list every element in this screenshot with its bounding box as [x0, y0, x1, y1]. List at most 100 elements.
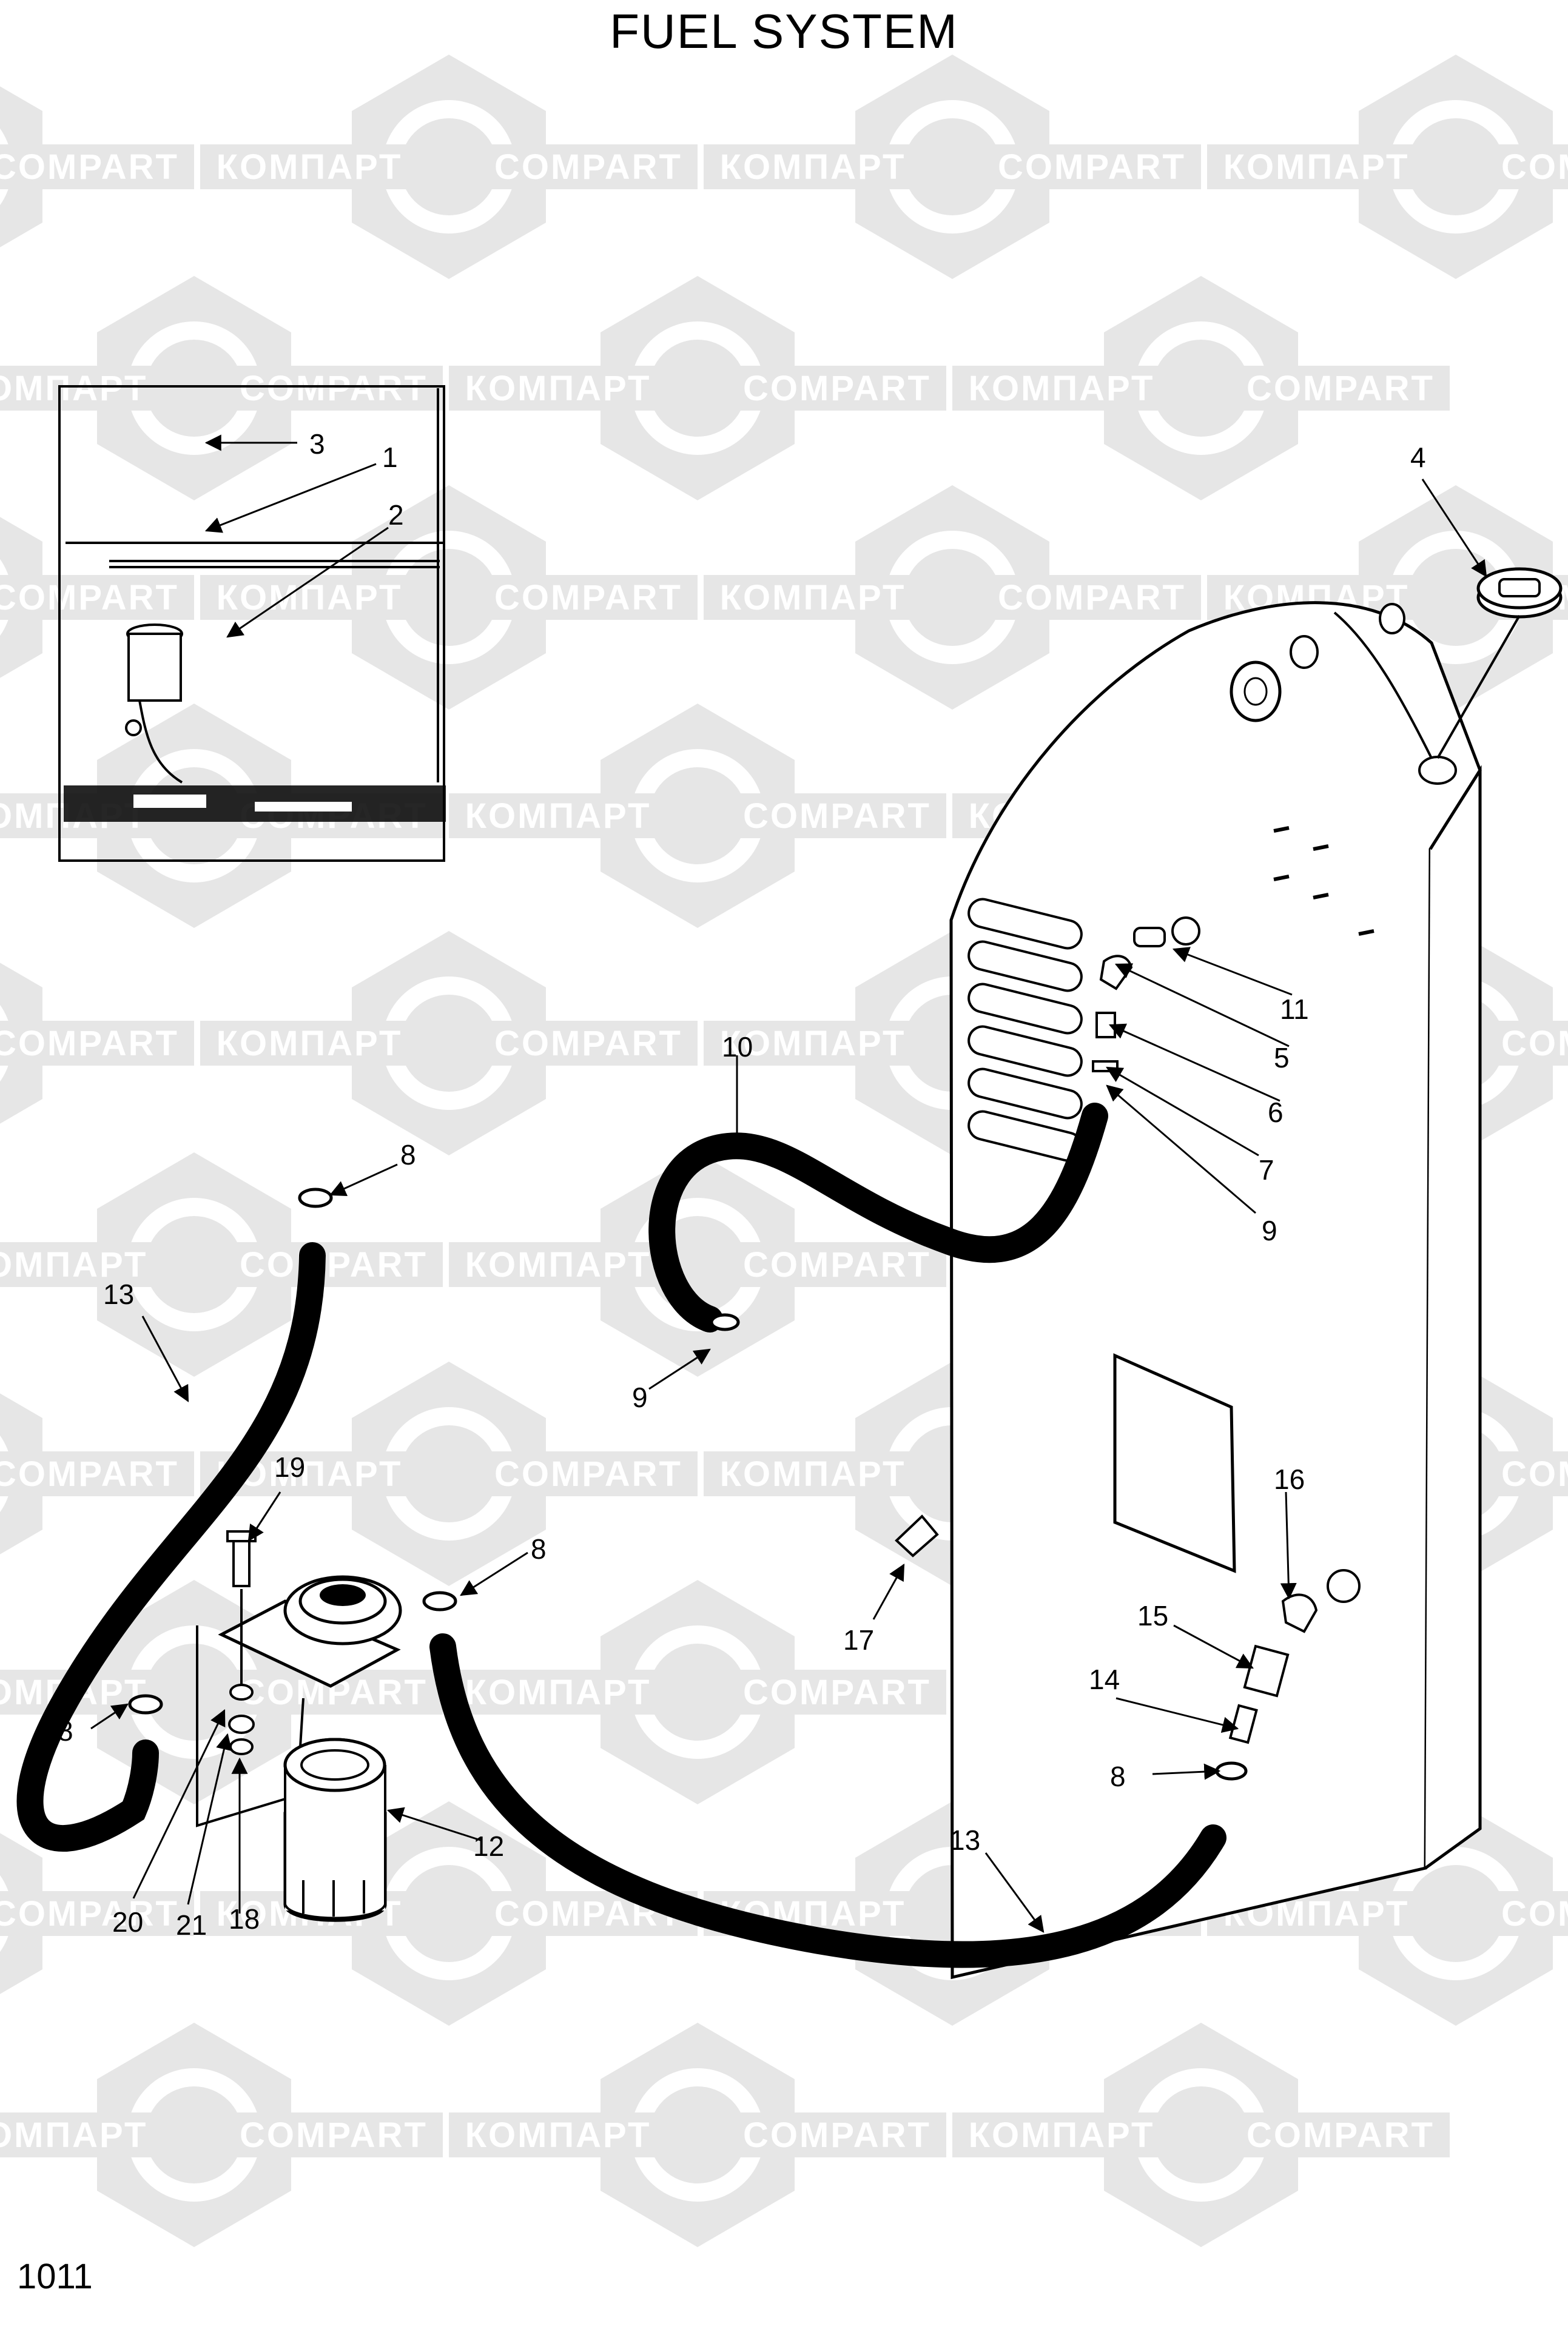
watermark-text-right: COMPART	[240, 369, 428, 408]
watermark-text-right: COMPART	[998, 147, 1186, 187]
fuel-cap	[1436, 567, 1563, 759]
fuel-tank	[949, 601, 1482, 1980]
watermark-tile: КОМПАРТ COMPART	[449, 1580, 946, 1804]
watermark-text-right: COMPART	[0, 1454, 179, 1494]
watermark-text-right: COMPART	[743, 1245, 931, 1285]
watermark-text-right: COMPART	[494, 1024, 682, 1063]
callout-13a: 13	[103, 1279, 134, 1310]
watermark-text-right: COMPART	[1501, 1894, 1568, 1934]
watermark-text-left: КОМПАРТ	[217, 578, 403, 617]
fittings-lower	[895, 1514, 1361, 1744]
watermark-text-left: КОМПАРТ	[465, 1245, 651, 1285]
watermark-text-left: КОМПАРТ	[720, 1454, 906, 1494]
watermark-text-left: КОМПАРТ	[465, 1673, 651, 1712]
watermark-tile: КОМПАРТ COMPART	[449, 276, 946, 500]
hose-return	[648, 1103, 1108, 1333]
hose-bottom	[429, 1633, 1226, 1968]
callout-4: 4	[1410, 442, 1426, 473]
watermark-text-right: COMPART	[0, 578, 179, 617]
watermark-text-left: КОМПАРТ	[217, 147, 403, 187]
watermark-text-left: КОМПАРТ	[969, 2116, 1155, 2155]
watermark-tile: КОМПАРТ COMPART	[449, 704, 946, 928]
hose-left	[16, 1242, 326, 1852]
watermark-text-left: КОМПАРТ	[217, 1024, 403, 1063]
callout-18: 18	[229, 1903, 260, 1935]
watermark-text-left: КОМПАРТ	[969, 369, 1155, 408]
watermark-tile: КОМПАРТ COMPART	[200, 931, 698, 1155]
page-title: FUEL SYSTEM	[610, 4, 958, 58]
callout-6: 6	[1268, 1097, 1284, 1128]
callout-15: 15	[1137, 1600, 1168, 1632]
watermark-text-right: COMPART	[1501, 147, 1568, 187]
watermark-tile: КОМПАРТ COMPART	[1207, 55, 1568, 279]
callout-3: 3	[309, 428, 325, 460]
callout-2: 2	[388, 499, 404, 531]
callout-11: 11	[1280, 993, 1309, 1025]
callout-7: 7	[1259, 1154, 1274, 1186]
callout-13b: 13	[949, 1824, 980, 1856]
callout-17: 17	[843, 1624, 874, 1656]
watermark-text-left: КОМПАРТ	[1223, 147, 1410, 187]
watermark-text-right: COMPART	[494, 578, 682, 617]
watermark-tile: КОМПАРТ COMPART	[200, 485, 698, 710]
callout-8a: 8	[400, 1139, 416, 1171]
watermark-text-right: COMPART	[240, 2116, 428, 2155]
vent-slots	[967, 898, 1083, 1162]
watermark-text-left: КОМПАРТ	[465, 796, 651, 836]
leader-lines	[90, 434, 1487, 1933]
callout-labels: 3 1 2 4 11 5 6 7 9 10 9 8 8 8 8 13 13 12…	[58, 428, 1426, 1941]
watermark-text-right: COMPART	[1247, 369, 1435, 408]
callout-5: 5	[1274, 1042, 1290, 1074]
callout-9a: 9	[1262, 1215, 1277, 1246]
watermark-text-left: КОМПАРТ	[465, 2116, 651, 2155]
watermark-text-left: КОМПАРТ	[0, 369, 147, 408]
page-number: 1011	[17, 2257, 93, 2296]
watermark-tile: КОМПАРТ COMPART	[952, 276, 1450, 500]
watermark-text-right: COMPART	[743, 1673, 931, 1712]
watermark-tile: КОМПАРТ COMPART	[704, 55, 1201, 279]
callout-12: 12	[473, 1830, 504, 1862]
fuel-filter-assembly	[196, 1530, 402, 1922]
watermark-text-right: COMPART	[240, 1245, 428, 1285]
watermark-text-left: КОМПАРТ	[720, 578, 906, 617]
callout-8b: 8	[531, 1533, 547, 1565]
watermark-tile: КОМПАРТ COMPART	[704, 485, 1201, 710]
watermark-text-right: COMPART	[494, 1454, 682, 1494]
watermark-text-right: COMPART	[0, 1894, 179, 1934]
watermark-text-right: COMPART	[0, 147, 179, 187]
watermark-text-right: COMPART	[494, 147, 682, 187]
watermark-tile: КОМПАРТ COMPART	[0, 276, 443, 500]
callout-8c: 8	[58, 1715, 73, 1747]
callout-21: 21	[176, 1909, 207, 1941]
watermark-tile: КОМПАРТ COMPART	[0, 2023, 443, 2247]
watermark-text-right: COMPART	[1501, 1024, 1568, 1063]
callout-8d: 8	[1110, 1761, 1126, 1792]
watermark-text-left: КОМПАРТ	[465, 369, 651, 408]
callout-20: 20	[112, 1906, 143, 1938]
callout-16: 16	[1274, 1464, 1305, 1495]
watermark-text-left: КОМПАРТ	[0, 2116, 147, 2155]
watermark-text-left: КОМПАРТ	[720, 1024, 906, 1063]
watermark-tile: КОМПАРТ COMPART	[200, 55, 698, 279]
watermark-tile: КОМПАРТ COMPART	[449, 1152, 946, 1377]
callout-10: 10	[722, 1031, 753, 1063]
watermark-text-left: КОМПАРТ	[720, 147, 906, 187]
watermark-text-right: COMPART	[1501, 1454, 1568, 1494]
watermark-text-right: COMPART	[743, 796, 931, 836]
watermark-text-right: COMPART	[0, 1024, 179, 1063]
watermark-text-right: COMPART	[998, 578, 1186, 617]
inset-detail	[58, 385, 446, 862]
watermark-text-right: COMPART	[743, 369, 931, 408]
callout-1: 1	[382, 442, 398, 473]
